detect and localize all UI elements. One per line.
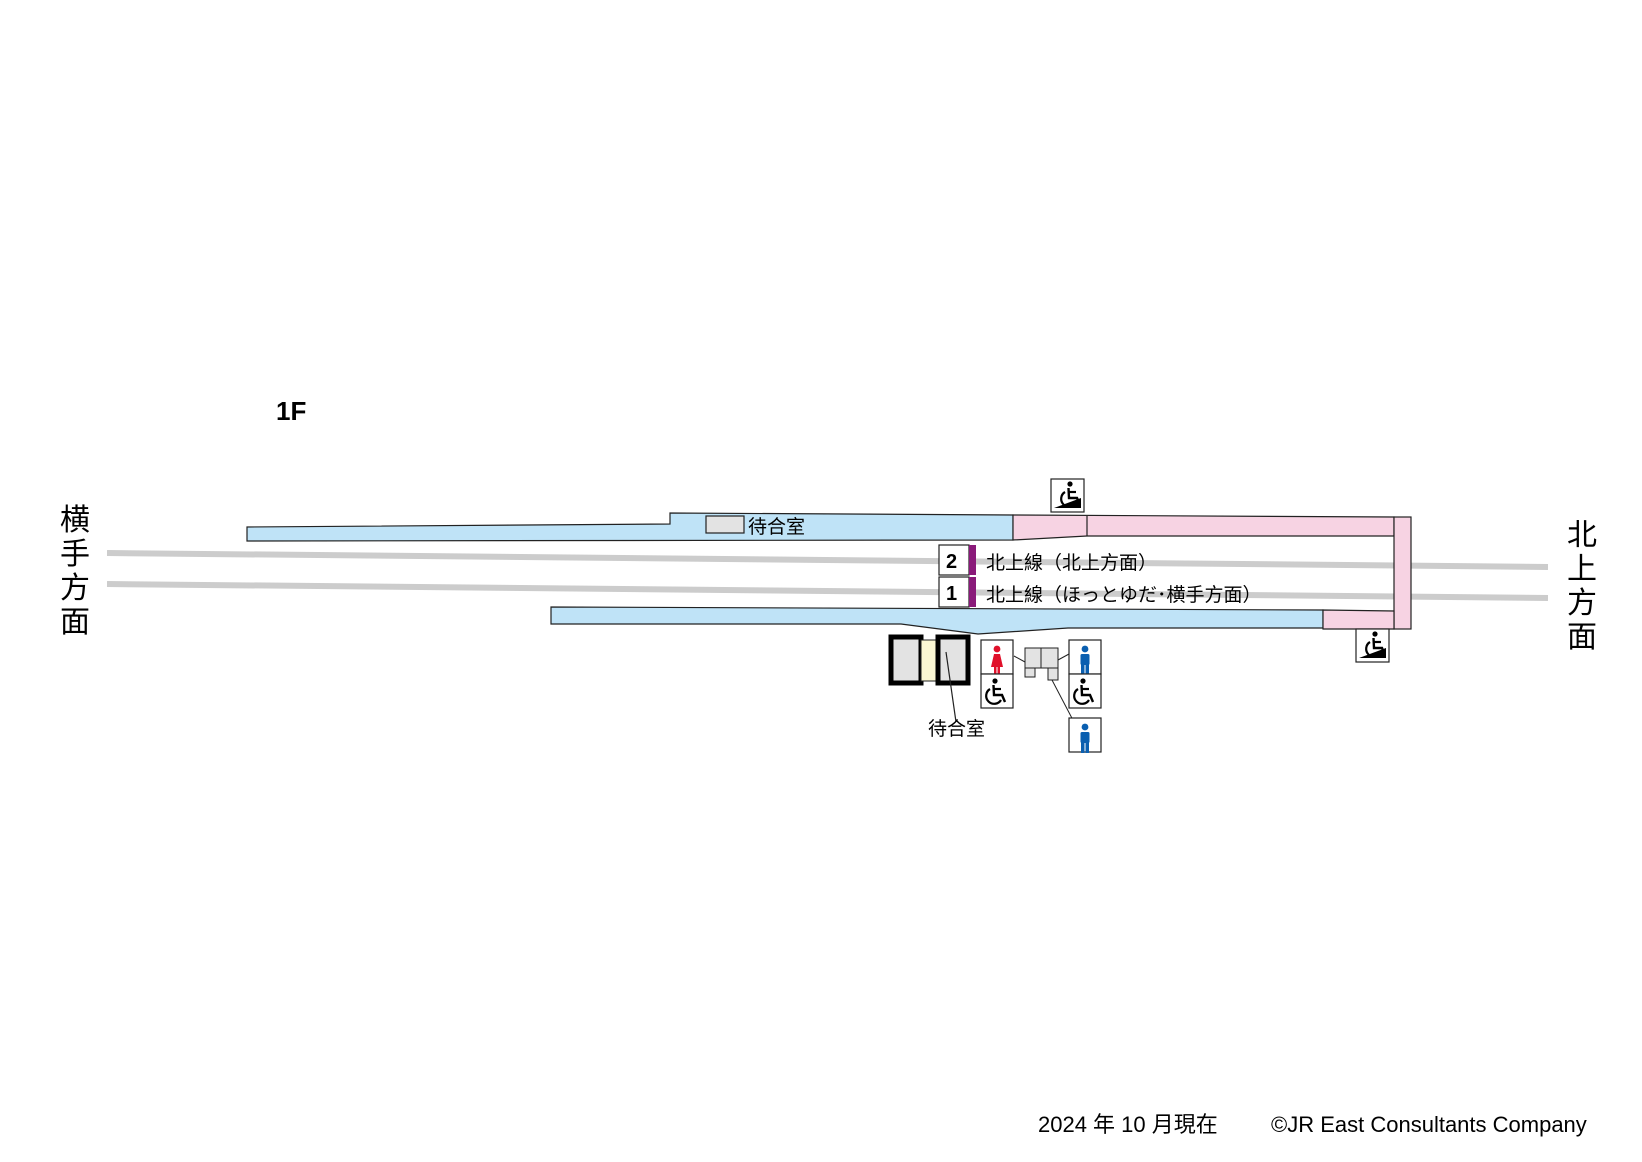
track-2-number: 2: [946, 551, 957, 573]
men-toilet-icon: [1068, 639, 1102, 675]
track-2-label: 北上線（北上方面）: [986, 552, 1157, 574]
slope-south: [1322, 609, 1395, 630]
slope-east: [1393, 516, 1412, 630]
direction-west-char: 方: [60, 571, 90, 606]
waiting-room-platform-label: 待合室: [748, 516, 805, 538]
direction-west-char: 面: [60, 605, 90, 640]
toilet-block: [1024, 647, 1059, 681]
wheelchair-slope-icon: [1355, 628, 1390, 663]
direction-east-label: 北 上 方 面: [1567, 518, 1597, 655]
direction-east-char: 北: [1567, 518, 1597, 553]
floor-label: 1F: [276, 396, 306, 426]
footer-date: 2024 年 10 月現在: [1038, 1112, 1218, 1137]
footer-copyright: ©JR East Consultants Company: [1271, 1112, 1587, 1137]
track-1-marker: 1: [938, 576, 976, 608]
slope-north: [1012, 514, 1395, 541]
women-toilet-icon: [980, 639, 1014, 675]
wheelchair-slope-icon: [1050, 478, 1085, 513]
wheelchair-icon: [980, 673, 1014, 709]
direction-west-char: 手: [60, 537, 90, 572]
platform-north: [246, 512, 1014, 542]
track-2-marker: 2: [938, 544, 976, 576]
men-toilet-icon: [1068, 717, 1102, 753]
wheelchair-icon: [1068, 673, 1102, 709]
direction-east-char: 面: [1567, 620, 1597, 655]
track-1-label: 北上線（ほっとゆだ･横手方面）: [986, 584, 1262, 606]
track-2-line: [106, 550, 1549, 570]
waiting-room-building: [888, 634, 971, 686]
track-1-line: [106, 581, 1549, 601]
track-1-number: 1: [946, 583, 957, 605]
waiting-room-platform: [705, 515, 745, 534]
direction-east-char: 方: [1567, 586, 1597, 621]
direction-east-char: 上: [1567, 552, 1597, 587]
direction-west-label: 横 手 方 面: [60, 503, 90, 640]
waiting-room-building-label: 待合室: [928, 718, 985, 740]
direction-west-char: 横: [60, 503, 90, 538]
platform-south: [550, 606, 1324, 635]
